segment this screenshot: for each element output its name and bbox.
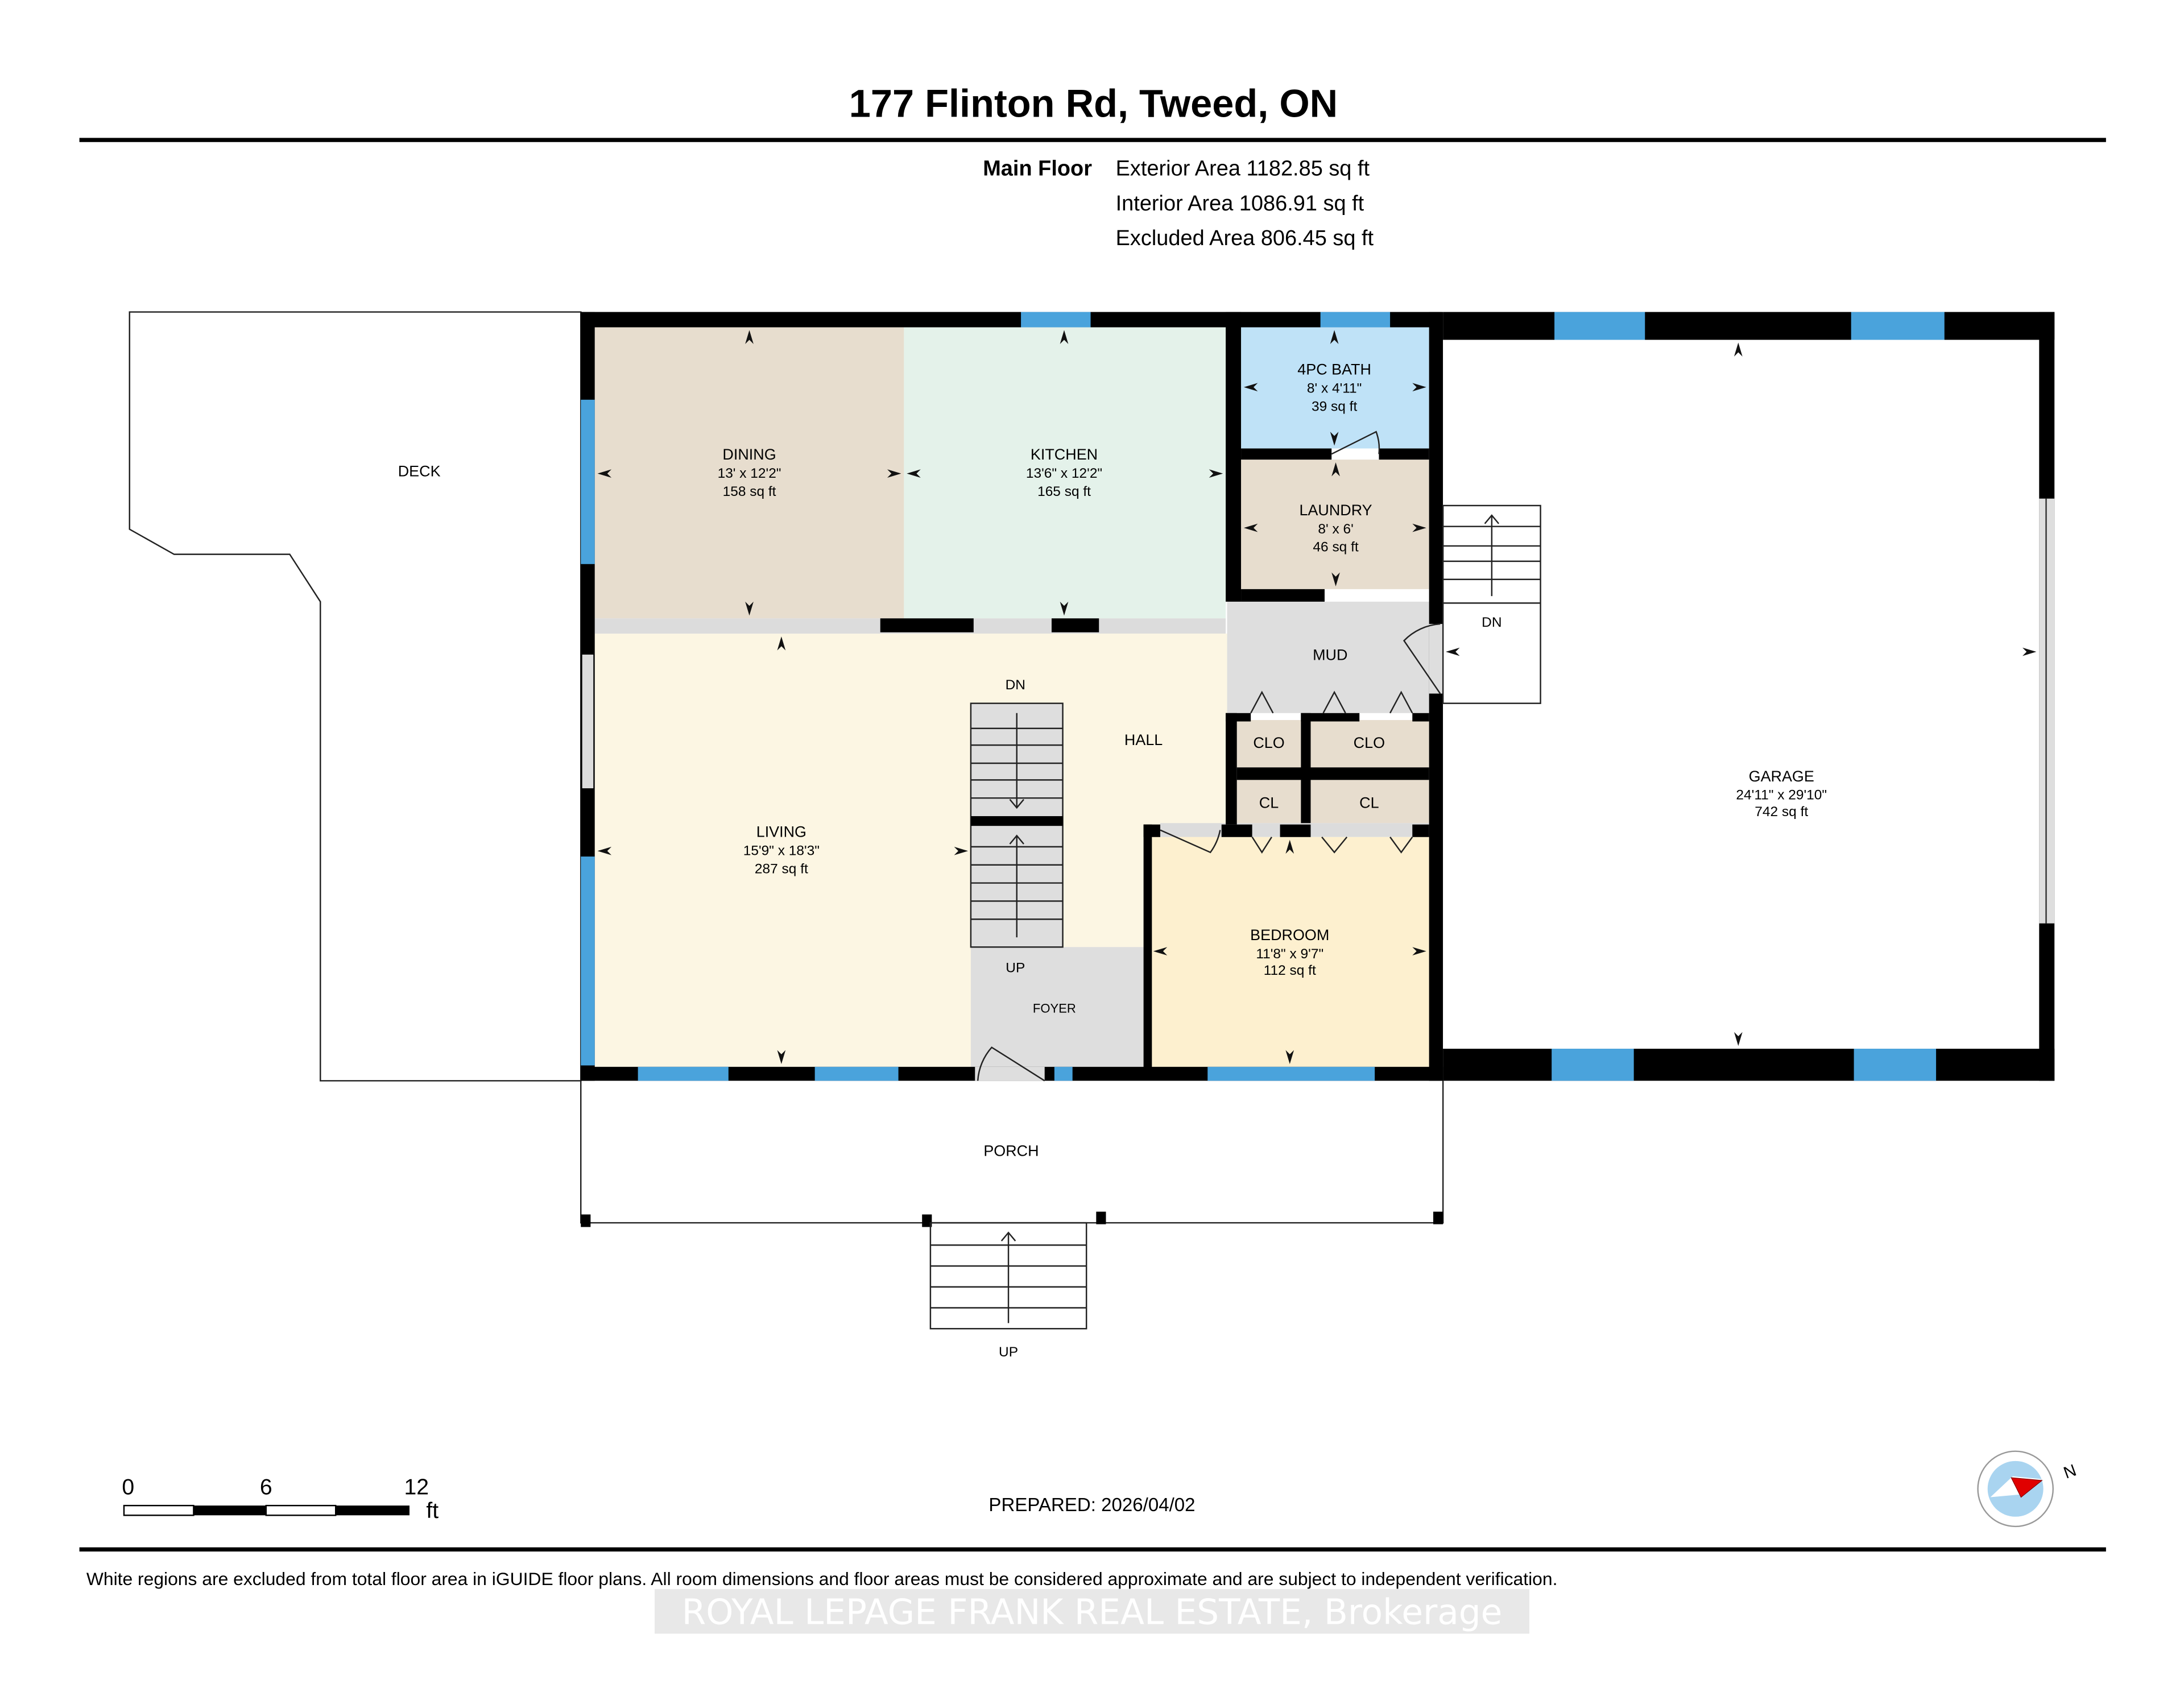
room-bedroom-label: BEDROOM: [1250, 926, 1329, 944]
window: [1320, 312, 1391, 328]
room-bedroom-dims: 11'8" x 9'7": [1256, 946, 1323, 962]
room-deck: DECK: [129, 311, 582, 1082]
door-swings: [977, 431, 1441, 1082]
room-foyer-fill: [970, 947, 1144, 1067]
closet-clo2-fill: [1310, 720, 1429, 768]
interior-stairs-up-label: UP: [1006, 960, 1025, 975]
header-rule: [79, 138, 2106, 142]
main-house-windows: [581, 312, 1391, 1081]
window: [581, 399, 595, 564]
window: [581, 857, 595, 1066]
room-laundry-area: 46 sq ft: [1313, 540, 1358, 555]
room-living: LIVING 15'9" x 18'3" 287 sq ft: [743, 824, 820, 877]
room-garage-area: 742 sq ft: [1755, 804, 1808, 820]
room-deck-label: DECK: [398, 463, 441, 480]
room-living-label: LIVING: [756, 824, 806, 841]
dimension-markers: [597, 330, 2037, 1064]
room-hall-label: HALL: [1124, 731, 1163, 748]
interior-stairs: DN UP: [970, 677, 1064, 975]
watermark-text: ROYAL LEPAGE FRANK REAL ESTATE, Brokerag…: [682, 1592, 1503, 1632]
room-bath-dims: 8' x 4'11": [1307, 381, 1362, 396]
room-kitchen: KITCHEN 13'6" x 12'2" 165 sq ft: [1026, 446, 1102, 499]
room-bedroom-fill: [1150, 837, 1429, 1067]
room-garage-dims: 24'11" x 29'10": [1736, 788, 1827, 803]
room-garage: GARAGE 24'11" x 29'10" 742 sq ft: [1429, 312, 2055, 1081]
room-laundry-label: LAUNDRY: [1299, 502, 1372, 519]
room-dining-fill: [594, 327, 904, 619]
room-garage-label: GARAGE: [1749, 768, 1814, 785]
closet-cl1-fill: [1236, 780, 1301, 824]
room-kitchen-label: KITCHEN: [1031, 446, 1098, 463]
room-laundry-dims: 8' x 6': [1318, 522, 1353, 537]
room-porch-label: PORCH: [983, 1143, 1039, 1160]
closet-clo1-fill: [1236, 720, 1301, 768]
window: [1021, 312, 1091, 328]
room-kitchen-dims: 13'6" x 12'2": [1026, 466, 1102, 481]
room-dining: DINING 13' x 12'2" 158 sq ft: [718, 446, 781, 499]
room-foyer-label: FOYER: [1033, 1001, 1076, 1015]
disclaimer-text: White regions are excluded from total fl…: [86, 1569, 1558, 1589]
garage-stairs-down: DN: [1442, 504, 1541, 704]
closet-cl1-label: CL: [1259, 794, 1279, 811]
compass-north-label: N: [2061, 1461, 2079, 1482]
scale-tick-12: 12: [404, 1475, 429, 1500]
closet-cl2-fill: [1310, 780, 1429, 824]
porch-stairs-up: UP: [929, 1222, 1087, 1360]
excluded-area: Excluded Area 806.45 sq ft: [1116, 226, 1374, 250]
room-kitchen-area: 165 sq ft: [1037, 484, 1091, 499]
prepared-date: PREPARED: 2026/04/02: [988, 1495, 1195, 1516]
compass-icon: N: [1977, 1450, 2079, 1528]
room-mud-label: MUD: [1313, 647, 1347, 664]
room-kitchen-fill: [904, 327, 1226, 619]
room-living-area: 287 sq ft: [755, 861, 808, 876]
window: [814, 1066, 899, 1081]
closet-clo1-label: CLO: [1253, 734, 1284, 751]
room-dining-label: DINING: [722, 446, 776, 463]
room-bath-fill: [1241, 327, 1429, 449]
garage-stairs-label: DN: [1482, 615, 1502, 630]
page-title: 177 Flinton Rd, Tweed, ON: [849, 82, 1338, 126]
interior-area: Interior Area 1086.91 sq ft: [1116, 192, 1364, 216]
watermark-bg: [655, 1589, 1529, 1634]
scale-tick-6: 6: [260, 1475, 272, 1500]
room-dining-dims: 13' x 12'2": [718, 466, 781, 481]
mud-garage-door-gap: [1429, 624, 1443, 694]
side-door: [582, 654, 594, 789]
room-bedroom-area: 112 sq ft: [1264, 963, 1316, 978]
floor-label: Main Floor: [983, 157, 1092, 181]
closet-clo2-label: CLO: [1354, 734, 1385, 751]
window: [1207, 1066, 1375, 1081]
room-living-dims: 15'9" x 18'3": [743, 843, 820, 859]
room-bath-label: 4PC BATH: [1297, 361, 1371, 378]
exterior-area: Exterior Area 1182.85 sq ft: [1116, 157, 1370, 181]
window: [1054, 1066, 1073, 1081]
scale-bar: 0 6 12 ft: [122, 1475, 439, 1524]
room-bath: 4PC BATH 8' x 4'11" 39 sq ft: [1297, 361, 1371, 415]
scale-tick-0: 0: [122, 1475, 134, 1500]
scale-unit: ft: [426, 1499, 439, 1523]
room-laundry-fill: [1241, 460, 1429, 589]
room-dining-area: 158 sq ft: [723, 484, 776, 499]
room-bath-area: 39 sq ft: [1312, 399, 1357, 414]
window: [638, 1066, 729, 1081]
room-bedroom: BEDROOM 11'8" x 9'7" 112 sq ft: [1250, 926, 1329, 978]
room-porch: PORCH: [580, 1081, 1444, 1227]
porch-stairs-label: UP: [999, 1344, 1018, 1360]
footer-rule: [79, 1547, 2106, 1552]
room-laundry: LAUNDRY 8' x 6' 46 sq ft: [1299, 502, 1372, 555]
closet-cl2-label: CL: [1359, 794, 1379, 811]
interior-stairs-down-label: DN: [1006, 677, 1025, 693]
